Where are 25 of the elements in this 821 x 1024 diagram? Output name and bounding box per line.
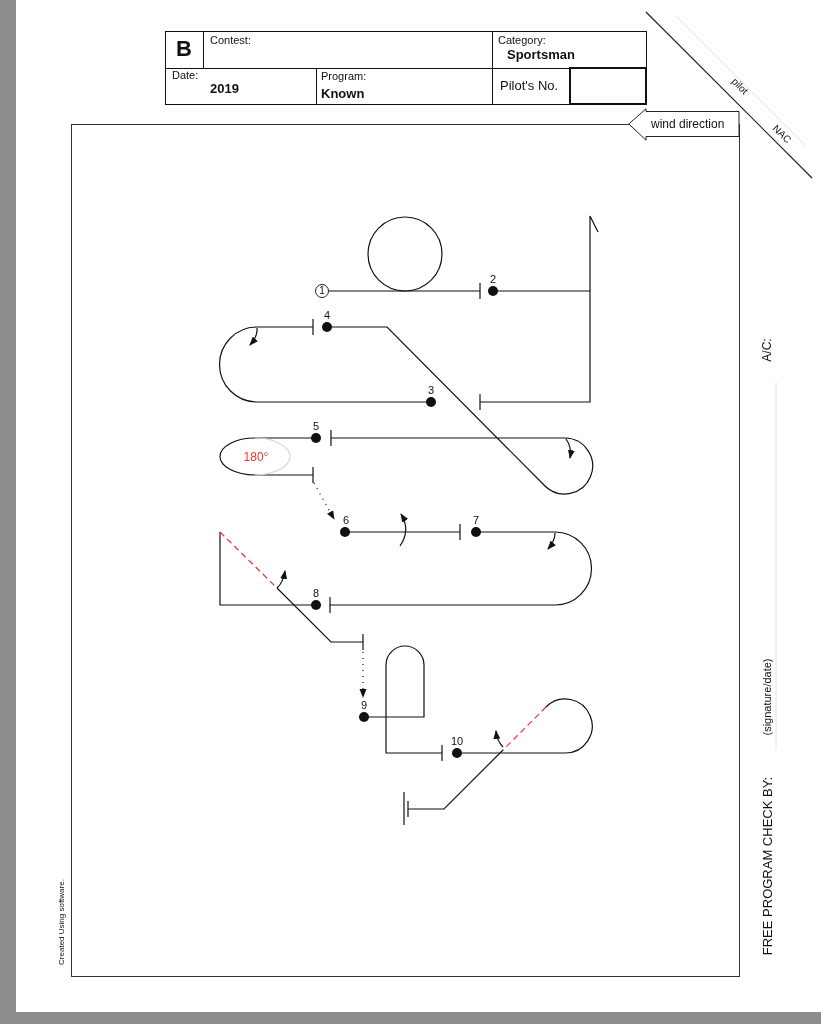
figure-number: 9 bbox=[360, 698, 368, 712]
field-label: FREE PROGRAM CHECK BY: bbox=[760, 776, 776, 956]
field-label: Program: bbox=[321, 69, 367, 83]
figure-number: 2 bbox=[489, 272, 497, 286]
figure-number: 7 bbox=[472, 513, 480, 527]
field-label: A/C: bbox=[761, 338, 775, 362]
angle-label: 180° bbox=[243, 451, 269, 465]
figure-number: 8 bbox=[312, 586, 320, 600]
field-label: Pilot's No. bbox=[500, 78, 559, 94]
figure-number: 3 bbox=[427, 383, 435, 397]
field-hint: (signature/date) bbox=[760, 658, 774, 736]
figure-number: 6 bbox=[342, 513, 350, 527]
field-label: Date: bbox=[172, 68, 199, 82]
field-value: Sportsman bbox=[507, 47, 575, 63]
field-value: Known bbox=[321, 86, 365, 102]
field-label: Category: bbox=[498, 33, 546, 47]
figure-number: 5 bbox=[312, 419, 320, 433]
wind-direction-arrow: wind direction bbox=[628, 108, 740, 141]
figure-number: 10 bbox=[450, 734, 464, 748]
credit-note: Created Using software. bbox=[57, 879, 67, 965]
field-value: 2019 bbox=[210, 81, 239, 97]
figure-number: 4 bbox=[323, 308, 331, 322]
field-label: Contest: bbox=[210, 33, 251, 47]
form-letter: B bbox=[176, 36, 192, 62]
corner-label: pilot bbox=[729, 75, 751, 97]
